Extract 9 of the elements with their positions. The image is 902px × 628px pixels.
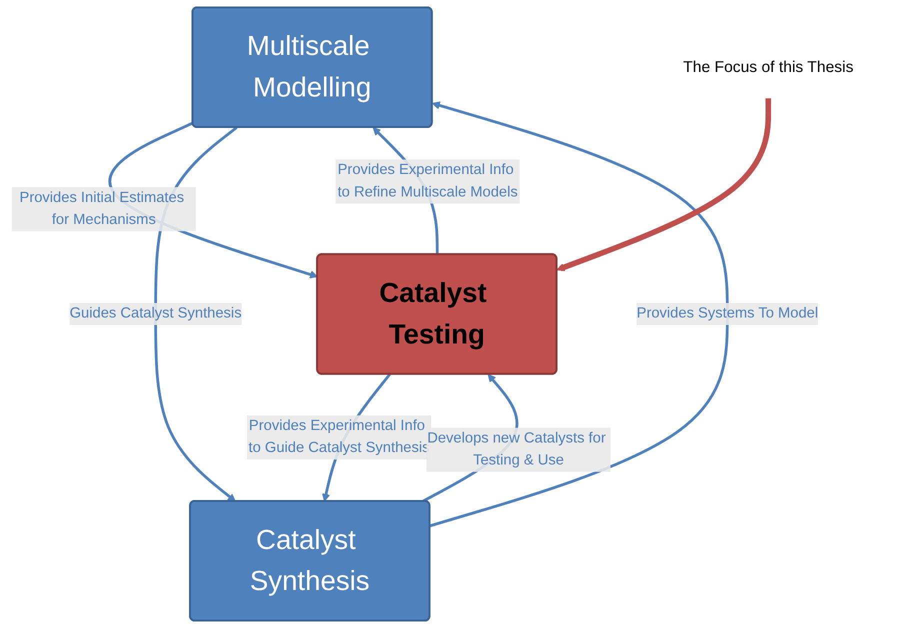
edge-label: Guides Catalyst Synthesis [70, 306, 242, 322]
node-text: The Focus of this Thesis [683, 58, 854, 76]
edge-label: Provides Experimental Info to Guide Catalyst Synthesis [248, 418, 430, 456]
edge-label: Provides Initial Estimates for Mechanisms [19, 190, 184, 228]
edge-label: Provides Systems To Model [636, 306, 818, 322]
edge-label: Provides Experimental Info to Refine Multiscale Models [338, 162, 518, 200]
arrow [430, 101, 729, 528]
edge-label: Develops new Catalysts for Testing & Use [427, 430, 606, 468]
arrow [556, 97, 772, 272]
